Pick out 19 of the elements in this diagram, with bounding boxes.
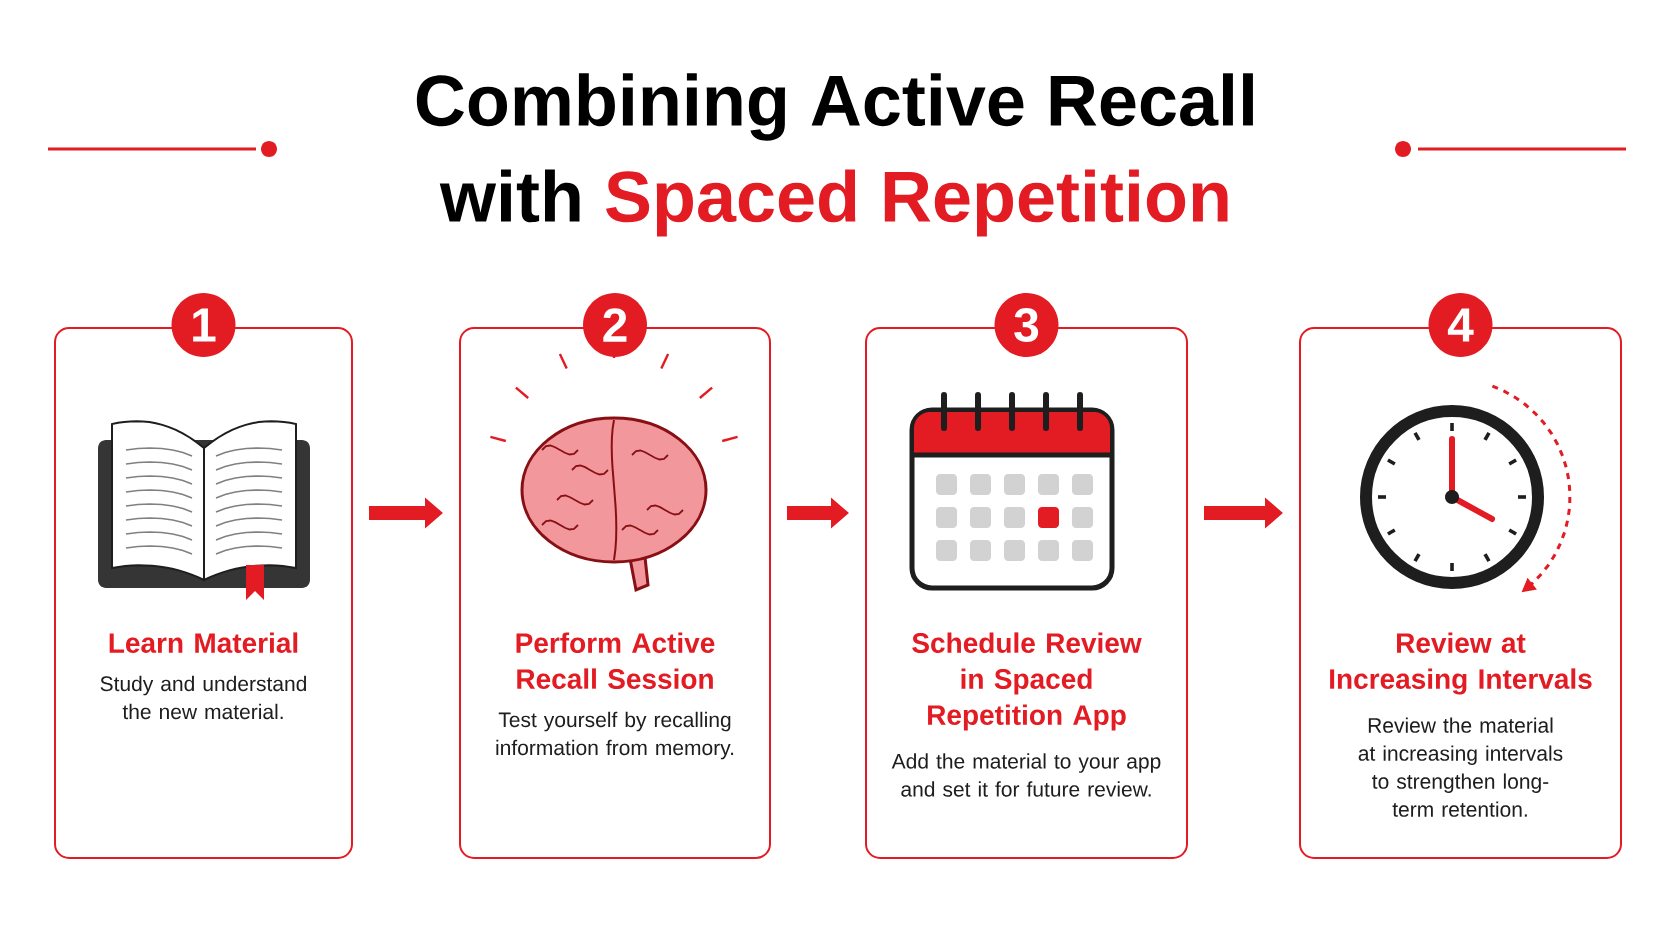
step-card (459, 293, 771, 859)
step-description: Add the material to your app and set it for future review. (891, 753, 1161, 797)
step-number-badge: 2 (583, 293, 647, 357)
step-number-badge: 1 (171, 293, 236, 357)
step-card (865, 293, 1188, 859)
step-description: Study and understand the new material. (100, 675, 306, 720)
title-text: Spaced Repetition (606, 169, 1228, 237)
step-card (54, 293, 353, 859)
step-description: Review the material at increasing intervals to strengthen long-term retention. (1358, 717, 1563, 817)
step-heading: Review at Increasing Intervals (1330, 632, 1592, 695)
step-heading: Schedule Review in Spaced Repetition App (912, 632, 1142, 731)
step-number-badge: 4 (1428, 293, 1493, 357)
step-description: Test yourself by recalling information from memory. (496, 711, 734, 760)
title-text: with (439, 169, 580, 223)
title-text: Combining Active Recall (416, 73, 1253, 141)
step-number-badge: 3 (994, 293, 1059, 357)
step-heading: Learn Material (109, 632, 298, 653)
step-heading: Perform Active Recall Session (516, 632, 715, 689)
step-card (1299, 293, 1622, 859)
